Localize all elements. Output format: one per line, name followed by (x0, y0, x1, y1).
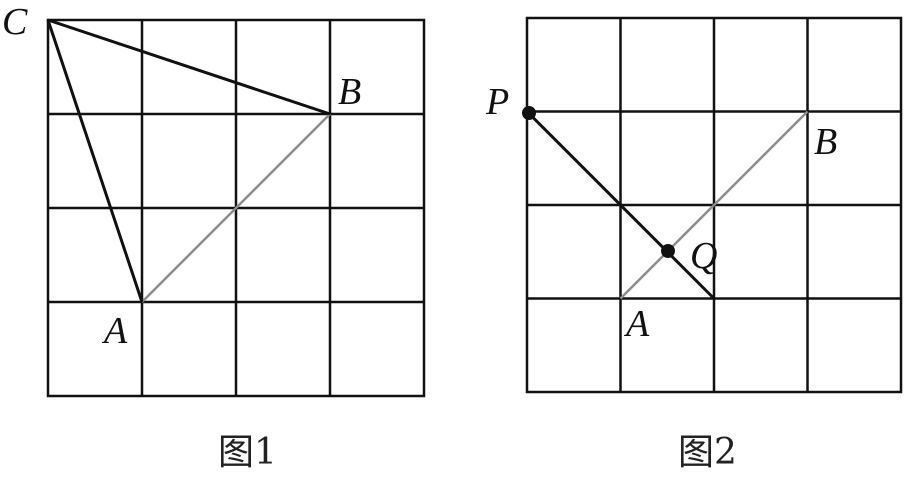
figure-2-label-p: P (485, 81, 509, 123)
figure-2-label-a: A (623, 303, 650, 345)
figure-1-diagonal-ab (141, 113, 331, 303)
figure-1-label-c: C (2, 1, 28, 43)
figure-1: C B A 图1 (2, 1, 426, 473)
figure-1-caption: 图1 (218, 432, 277, 473)
figure-2-diagonal-ab (619, 110, 809, 300)
figure-2-point-q (661, 244, 675, 258)
figure-1-segment-ca (46, 19, 144, 303)
figure-2-segment-p (525, 110, 716, 300)
figure-2-point-p (522, 106, 536, 120)
figure-2-label-q: Q (690, 235, 717, 277)
figure-1-label-a: A (101, 310, 128, 352)
figure-2-label-b: B (814, 121, 837, 163)
figure-2: P B Q A 图2 (485, 16, 903, 473)
figure-1-segment-cb (47, 18, 331, 116)
figure-2-caption: 图2 (678, 432, 737, 473)
figure-1-label-b: B (338, 71, 361, 113)
